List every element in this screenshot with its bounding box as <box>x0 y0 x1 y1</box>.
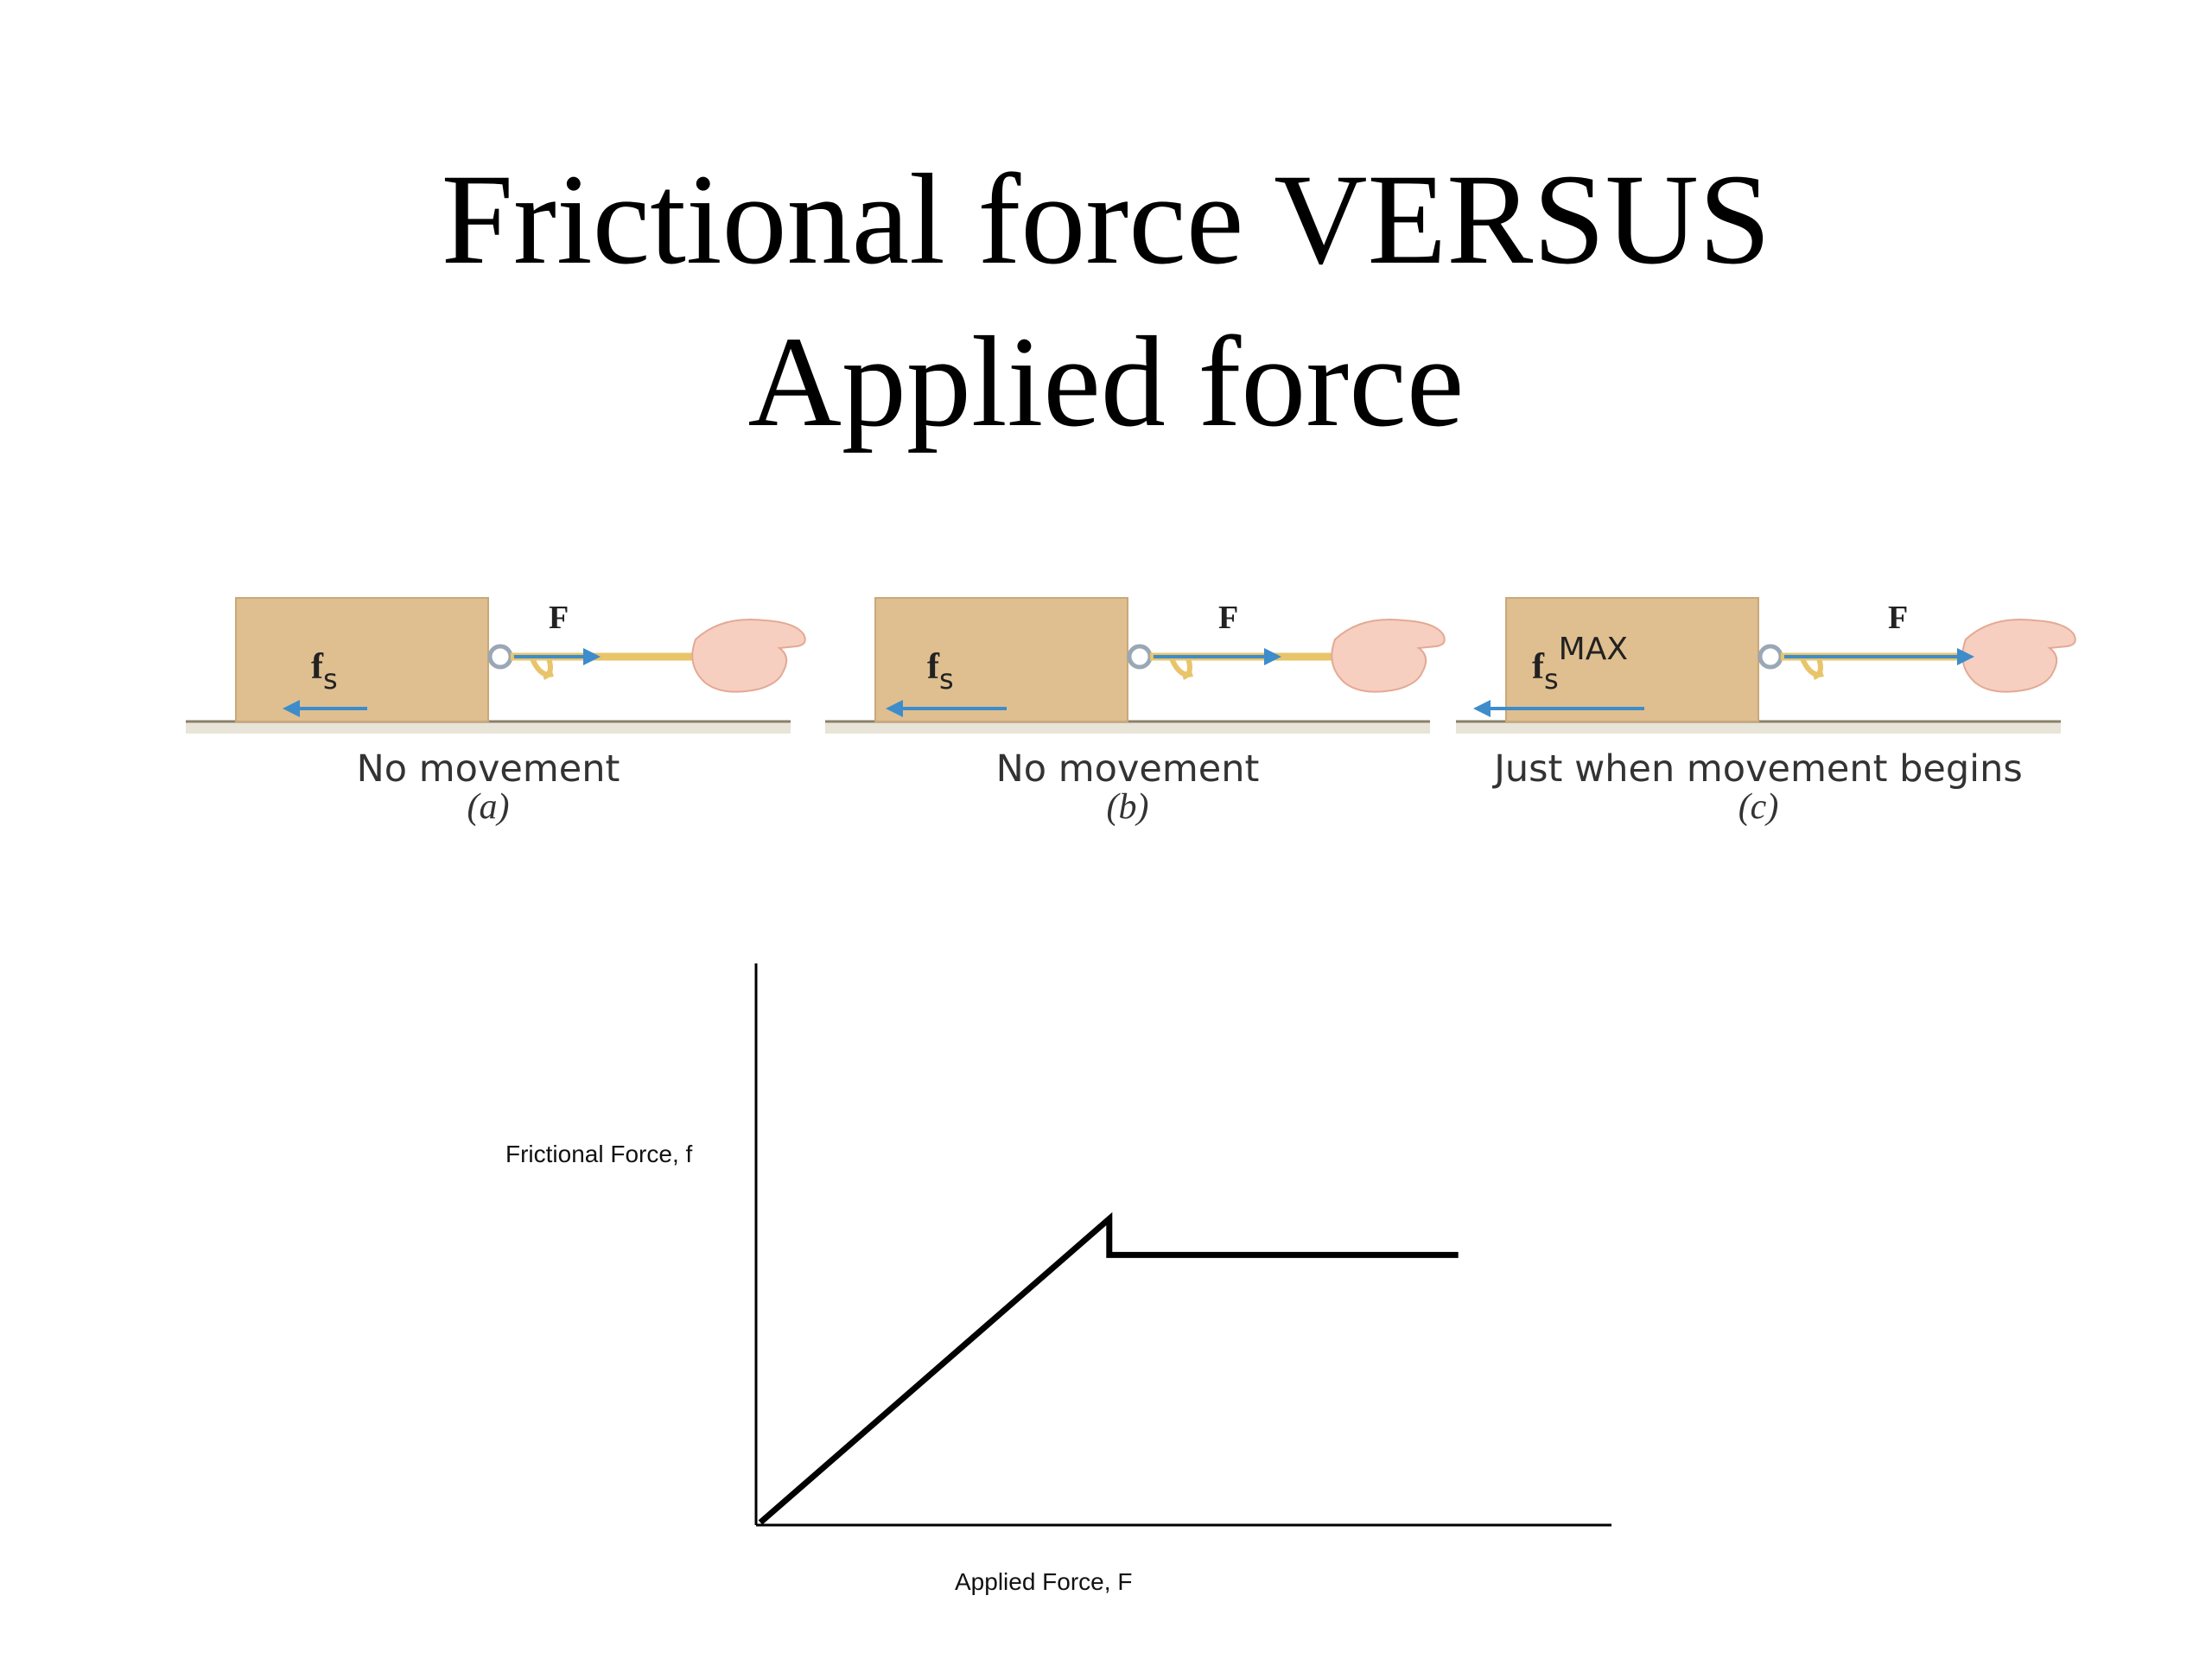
panel-sublabel: (a) <box>467 787 510 827</box>
hand-icon <box>1331 618 1446 693</box>
title-line-1: Frictional force VERSUS <box>441 148 1771 291</box>
rope-knot <box>1799 655 1824 680</box>
friction-arrowhead <box>886 700 903 717</box>
friction-arrowhead <box>1473 700 1491 717</box>
panel-illustration: Ffs <box>825 597 1446 734</box>
friction-arrowhead <box>283 700 300 717</box>
force-label: F <box>549 600 569 636</box>
panel-caption: No movement <box>995 747 1260 791</box>
force-label: F <box>1218 600 1238 636</box>
slide-title: Frictional force VERSUS Applied force <box>0 138 2212 463</box>
rope-knot <box>529 655 554 680</box>
friction-curve <box>758 1211 1459 1525</box>
rope-knot <box>1168 655 1193 680</box>
applied-force-arrowhead <box>583 648 601 665</box>
title-line-2: Applied force <box>747 310 1465 454</box>
panel-sublabel: (b) <box>1106 787 1149 827</box>
hand-icon <box>691 618 806 693</box>
applied-force-arrowhead <box>1264 648 1281 665</box>
panel-illustration: Ffs <box>186 597 806 734</box>
x-axis-label: Applied Force, F <box>955 1568 1133 1595</box>
applied-force-arrowhead <box>1957 648 1974 665</box>
friction-label: fs <box>311 647 338 696</box>
force-label: F <box>1888 600 1908 636</box>
floor-shadow <box>825 721 1430 734</box>
y-axis-label: Frictional Force, f <box>505 1141 693 1167</box>
hand-icon <box>1961 618 2076 693</box>
panel-caption: No movement <box>356 747 620 791</box>
wooden-block <box>235 597 489 722</box>
panel-caption: Just when movement begins <box>1494 747 2023 791</box>
floor-shadow <box>186 721 791 734</box>
friction-label: fs <box>927 647 954 696</box>
friction-label: fsMAX <box>1532 632 1628 696</box>
floor-shadow <box>1456 721 2061 734</box>
wooden-block <box>874 597 1128 722</box>
panel-sublabel: (c) <box>1738 787 1779 827</box>
